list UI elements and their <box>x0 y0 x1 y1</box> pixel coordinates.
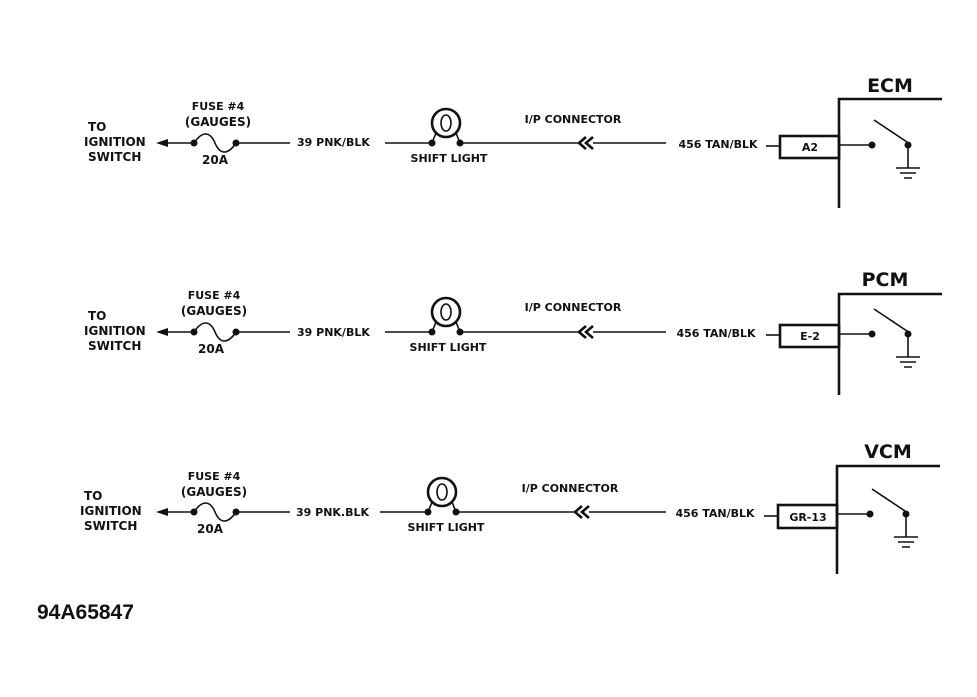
fuse-label-line2: (GAUGES) <box>181 304 247 318</box>
module-outline <box>837 292 942 395</box>
circuit-vcm: TO IGNITION SWITCH FUSE #4 (GAUGES) 20A … <box>80 441 940 574</box>
pin-label: E-2 <box>800 330 820 343</box>
switch-terminal <box>866 510 874 518</box>
wire-label-right: 456 TAN/BLK <box>678 138 758 151</box>
module-outline <box>835 464 940 574</box>
connector-label: I/P CONNECTOR <box>525 113 622 126</box>
fuse-icon <box>193 502 237 522</box>
pin-label: GR-13 <box>789 511 826 524</box>
ground-icon <box>896 167 920 179</box>
arrow-icon <box>156 139 168 147</box>
to-label-line1: TO <box>84 489 102 503</box>
lamp-label: SHIFT LIGHT <box>408 521 485 534</box>
figure-code: 94A65847 <box>37 601 134 624</box>
lamp-filament-icon <box>440 114 452 132</box>
to-label-line1: TO <box>88 309 106 323</box>
to-label-line2: IGNITION <box>84 135 146 149</box>
connector-chevron-icon <box>573 505 590 519</box>
lamp-terminal <box>424 508 432 516</box>
switch-blade-icon <box>873 308 908 332</box>
to-label-line3: SWITCH <box>84 519 137 533</box>
fuse-icon <box>193 322 237 342</box>
fuse-label-line1: FUSE #4 <box>188 289 241 302</box>
connector-chevron-icon <box>577 325 594 339</box>
circuit-pcm: TO IGNITION SWITCH FUSE #4 (GAUGES) 20A … <box>84 269 942 395</box>
connector-chevron-icon <box>577 136 594 150</box>
switch-blade-icon <box>871 488 906 512</box>
fuse-icon <box>193 133 237 153</box>
wire-label-left: 39 PNK.BLK <box>296 506 370 519</box>
module-label: PCM <box>862 269 909 291</box>
wire-label-right: 456 TAN/BLK <box>676 327 756 340</box>
ground-icon <box>896 356 920 368</box>
connector-label: I/P CONNECTOR <box>522 482 619 495</box>
fuse-label-line1: FUSE #4 <box>188 470 241 483</box>
to-label-line2: IGNITION <box>84 324 146 338</box>
connector-label: I/P CONNECTOR <box>525 301 622 314</box>
lamp-label: SHIFT LIGHT <box>411 152 488 165</box>
lamp-terminal <box>428 139 436 147</box>
lamp-icon <box>426 476 458 508</box>
module-label: VCM <box>864 441 912 463</box>
module-outline <box>837 97 942 208</box>
to-label-line3: SWITCH <box>88 150 141 164</box>
circuit-ecm: TO IGNITION SWITCH FUSE #4 (GAUGES) 20A … <box>84 75 942 208</box>
fuse-rating: 20A <box>202 153 229 167</box>
arrow-icon <box>156 508 168 516</box>
lamp-filament-icon <box>436 483 448 501</box>
fuse-label-line2: (GAUGES) <box>185 115 251 129</box>
module-label: ECM <box>867 75 913 97</box>
arrow-icon <box>156 328 168 336</box>
to-label-line2: IGNITION <box>80 504 142 518</box>
switch-terminal <box>868 330 876 338</box>
lamp-terminal <box>428 328 436 336</box>
wire-label-left: 39 PNK/BLK <box>297 326 370 339</box>
lamp-filament-icon <box>440 303 452 321</box>
ground-icon <box>894 536 918 548</box>
pin-label: A2 <box>802 141 818 154</box>
wire-label-right: 456 TAN/BLK <box>675 507 755 520</box>
lamp-label: SHIFT LIGHT <box>410 341 487 354</box>
switch-blade-icon <box>873 119 908 143</box>
fuse-label-line2: (GAUGES) <box>181 485 247 499</box>
to-label-line1: TO <box>88 120 106 134</box>
fuse-label-line1: FUSE #4 <box>192 100 245 113</box>
fuse-rating: 20A <box>198 342 225 356</box>
to-label-line3: SWITCH <box>88 339 141 353</box>
lamp-icon <box>430 296 462 328</box>
lamp-icon <box>430 107 462 139</box>
fuse-rating: 20A <box>197 522 224 536</box>
switch-terminal <box>868 141 876 149</box>
wire-label-left: 39 PNK/BLK <box>297 136 370 149</box>
